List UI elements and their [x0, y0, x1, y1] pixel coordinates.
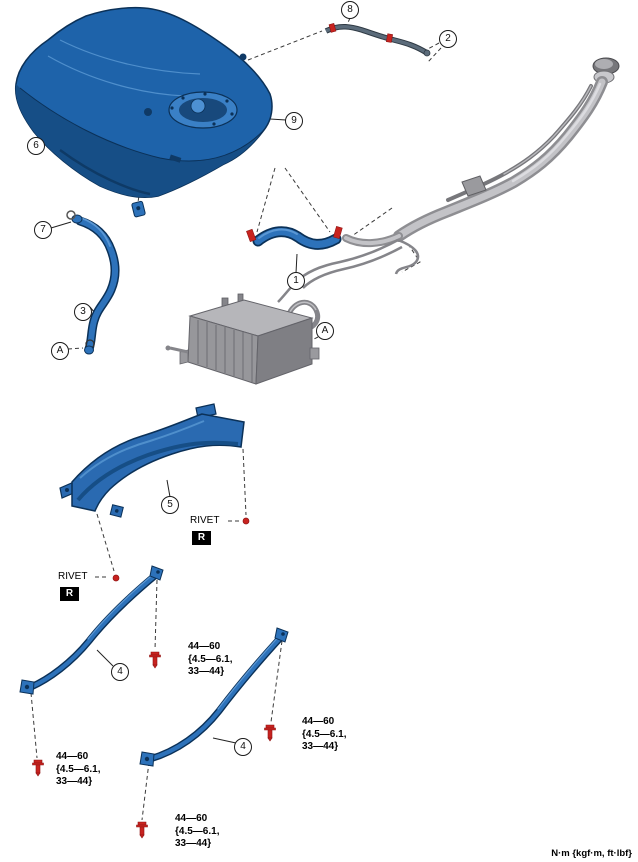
torque-line: {4.5—6.1, [56, 763, 101, 775]
torque-line: 33—44} [56, 776, 93, 787]
rivet-point-right [242, 517, 250, 525]
fuel-tank-strap-front [19, 565, 164, 695]
bolt-icon [32, 759, 44, 777]
callout-a-right: A [316, 322, 334, 340]
callout-8: 8 [341, 1, 359, 19]
callout-7: 7 [34, 221, 52, 239]
bolt-icon [264, 724, 276, 742]
torque-line: 33—44} [302, 741, 339, 752]
torque-line: {4.5—6.1, [175, 825, 220, 837]
hose-clip [131, 200, 146, 218]
fuel-hose [246, 225, 343, 250]
callout-6: 6 [27, 137, 45, 155]
bolt-icon [149, 651, 161, 669]
breather-hose [66, 210, 120, 355]
callout-2: 2 [439, 30, 457, 48]
fuel-filler-pipe [342, 57, 620, 247]
rivet-symbol-right: R [192, 531, 211, 545]
bolt-icon [136, 821, 148, 839]
rivet-label-left: RIVET [58, 571, 88, 582]
joint-hose [324, 22, 431, 57]
strap-bolts [32, 651, 276, 839]
torque-spec-strap-front-upper: 44—60 {4.5—6.1, 33—44} [188, 641, 232, 679]
callout-a-left: A [51, 342, 69, 360]
torque-spec-strap-front-lower: 44—60 {4.5—6.1, 33—44} [56, 751, 100, 789]
callout-5: 5 [161, 496, 179, 514]
callout-4-front: 4 [111, 663, 129, 681]
units-note: N·m {kgf·m, ft·lbf} [551, 848, 632, 859]
charcoal-canister [165, 293, 321, 385]
callout-9: 9 [285, 112, 303, 130]
torque-line: 44—60 [175, 813, 208, 824]
rivet-label-right: RIVET [190, 515, 220, 526]
callout-1: 1 [287, 272, 305, 290]
fuel-pump-unit [168, 91, 238, 129]
rivet-point-left [112, 574, 120, 582]
callout-4-rear: 4 [234, 738, 252, 756]
fuel-tank-strap-rear [139, 627, 289, 767]
rivet-symbol-left: R [60, 587, 79, 601]
torque-spec-strap-rear-lower: 44—60 {4.5—6.1, 33—44} [175, 813, 219, 851]
torque-line: 33—44} [188, 666, 225, 677]
fuel-lines [277, 238, 420, 303]
torque-line: 33—44} [175, 838, 212, 849]
callout-3: 3 [74, 303, 92, 321]
fuel-tank [14, 6, 273, 198]
torque-line: 44—60 [302, 716, 335, 727]
torque-line: 44—60 [56, 751, 89, 762]
heat-shield [59, 403, 245, 518]
dashed-reference-lines [30, 17, 442, 821]
torque-line: 44—60 [188, 641, 221, 652]
torque-spec-strap-rear-upper: 44—60 {4.5—6.1, 33—44} [302, 716, 346, 754]
torque-line: {4.5—6.1, [302, 728, 347, 740]
torque-line: {4.5—6.1, [188, 653, 233, 665]
